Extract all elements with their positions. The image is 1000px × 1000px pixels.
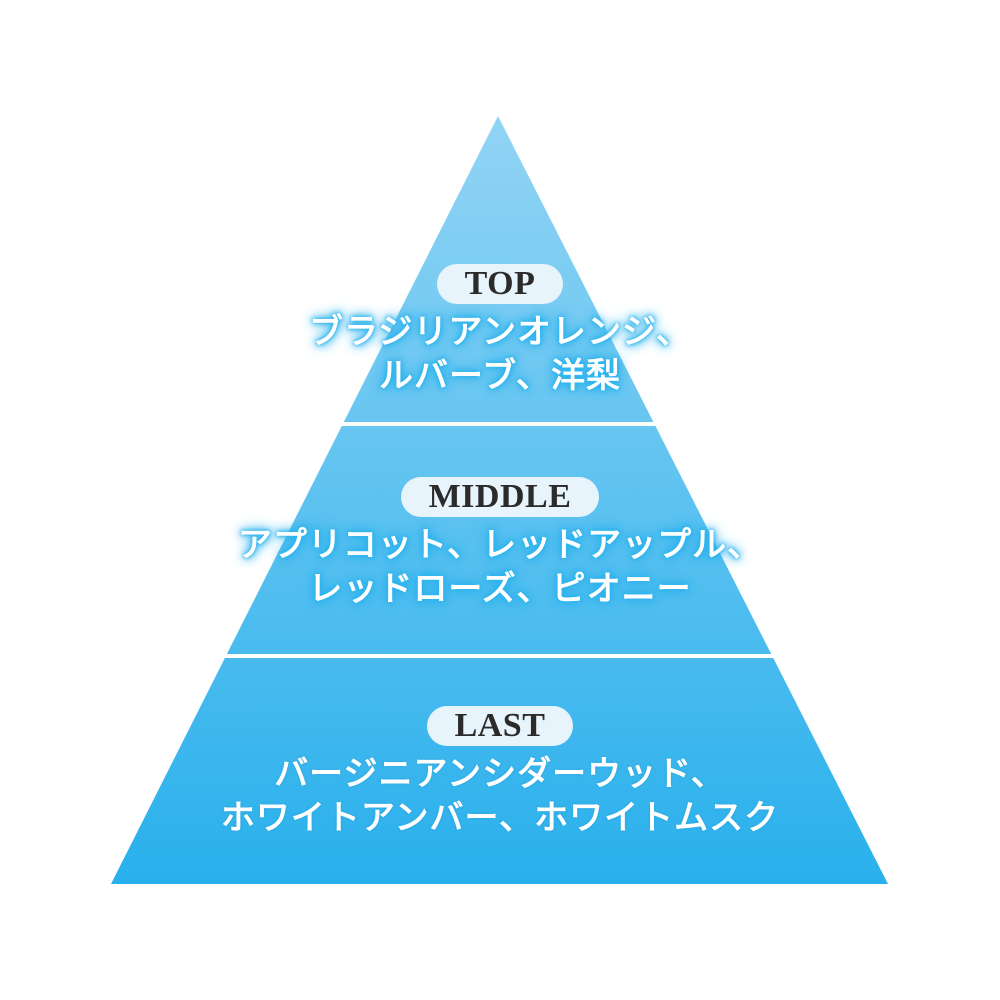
tier-label-top: TOP (436, 264, 564, 304)
tier-notes-middle: アプリコット、レッドアップル、 レッドローズ、ピオニー (0, 523, 1000, 611)
tier-notes-middle-line1: アプリコット、レッドアップル、 (237, 525, 763, 565)
tier-notes-top: ブラジリアンオレンジ、 ルバーブ、洋梨 (0, 310, 1000, 398)
tier-notes-top-line1: ブラジリアンオレンジ、 (309, 312, 691, 352)
tier-top: TOP ブラジリアンオレンジ、 ルバーブ、洋梨 (0, 264, 1000, 398)
tier-notes-last: バージニアンシダーウッド、 ホワイトアンバー、ホワイトムスク (0, 752, 1000, 840)
tier-last: LAST バージニアンシダーウッド、 ホワイトアンバー、ホワイトムスク (0, 706, 1000, 840)
tier-notes-top-line2: ルバーブ、洋梨 (379, 356, 621, 396)
tier-notes-last-line2: ホワイトアンバー、ホワイトムスク (220, 798, 780, 838)
tier-label-last: LAST (426, 706, 574, 746)
tier-notes-middle-line2: レッドローズ、ピオニー (308, 569, 692, 609)
tier-middle: MIDDLE アプリコット、レッドアップル、 レッドローズ、ピオニー (0, 477, 1000, 611)
tier-notes-last-line1: バージニアンシダーウッド、 (274, 754, 726, 794)
tier-label-middle: MIDDLE (400, 477, 600, 517)
